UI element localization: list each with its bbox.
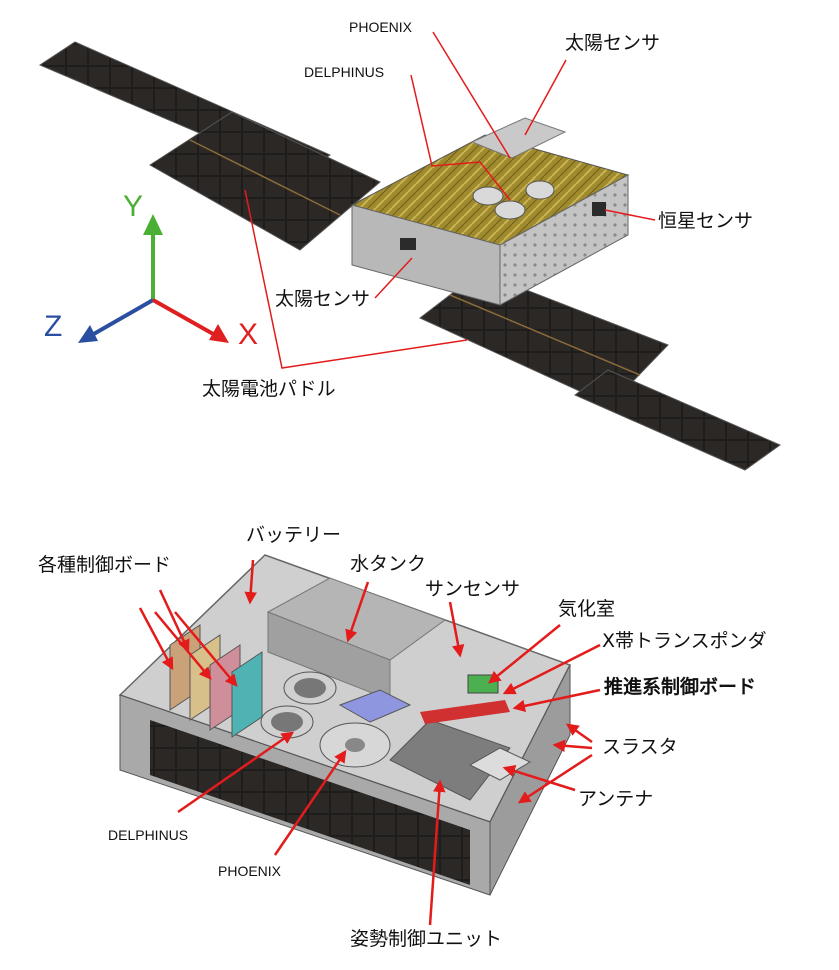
label-battery: バッテリー: [246, 524, 342, 546]
solar-paddle-left-inner: [149, 111, 381, 251]
label-x-band-transponder: X帯トランスポンダ: [602, 630, 767, 652]
label-star-sensor: 恒星センサ: [658, 210, 754, 232]
label-sun-sensor-top: 太陽センサ: [565, 32, 661, 54]
label-phoenix-top: PHOENIX: [349, 19, 413, 35]
label-delphinus-top: DELPHINUS: [304, 64, 385, 80]
label-solar-paddle: 太陽電池パドル: [202, 378, 336, 400]
solar-paddle-right-outer: [574, 369, 782, 471]
label-thruster: スラスタ: [602, 736, 678, 758]
label-antenna: アンテナ: [578, 788, 654, 810]
label-sun-sensor-side: 太陽センサ: [275, 288, 371, 310]
label-adcs-unit: 姿勢制御ユニット: [350, 928, 503, 950]
label-control-boards: 各種制御ボード: [38, 554, 172, 576]
label-water-tank: 水タンク: [350, 553, 427, 575]
label-phoenix-bottom: PHOENIX: [218, 863, 282, 879]
label-delphinus-bottom: DELPHINUS: [108, 827, 189, 843]
top-view-leader-lines: [244, 31, 656, 369]
axis-label-x: X: [238, 318, 259, 351]
spacecraft-interior-view: [118, 554, 572, 896]
spacecraft-exterior-view: [38, 41, 782, 471]
label-propulsion-board: 推進系制御ボード: [604, 676, 757, 698]
label-sun-sensor-bottom: サンセンサ: [425, 578, 521, 600]
top-sensor-plate: [470, 117, 567, 159]
axis-label-y: Y: [123, 190, 144, 223]
bottom-view-leader-lines: [138, 559, 601, 926]
axis-label-z: Z: [44, 310, 63, 343]
label-vaporizer: 気化室: [558, 598, 616, 620]
axis-triad: [78, 214, 229, 343]
